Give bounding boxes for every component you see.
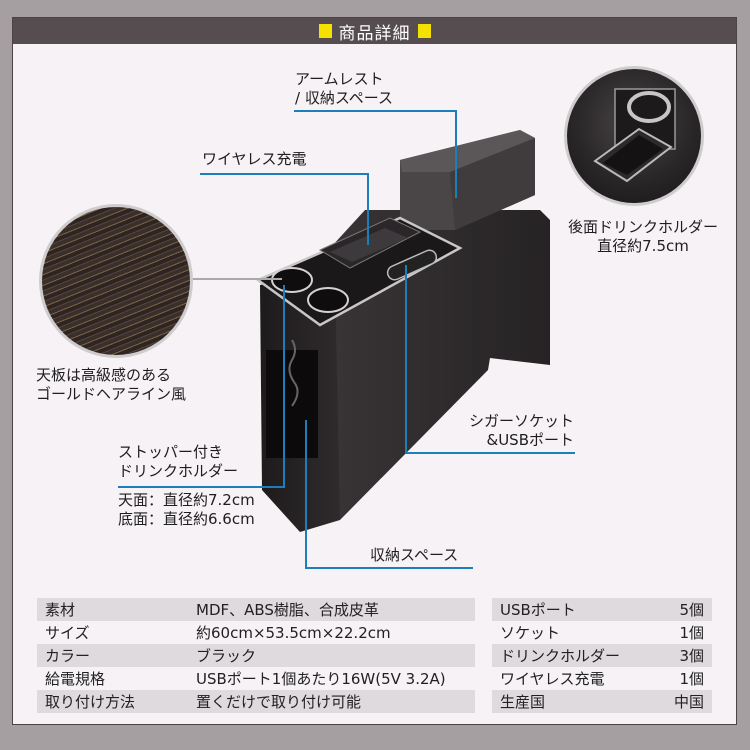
armrest-label-line2: / 収納スペース bbox=[295, 89, 394, 107]
spec-value: MDF、ABS樹脂、合成皮革 bbox=[188, 598, 475, 621]
holder-dims-top: 天面：直径約7.2cm bbox=[118, 491, 255, 509]
top-panel-label: 天板は高級感のある ゴールドヘアライン風 bbox=[36, 366, 186, 404]
rear-holder-label-line1: 後面ドリンクホルダー bbox=[567, 218, 718, 236]
wireless-callout-line-v bbox=[367, 173, 369, 245]
stopper-holder-label-line2: ドリンクホルダー bbox=[118, 462, 239, 480]
yellow-square-icon bbox=[318, 24, 332, 38]
drink-holder-icon bbox=[593, 88, 676, 183]
spec-label: 素材 bbox=[37, 598, 188, 621]
holder-dims-label: 天面：直径約7.2cm 底面：直径約6.6cm bbox=[118, 491, 255, 529]
spec-label: サイズ bbox=[45, 624, 90, 642]
spec-label: 生産国 bbox=[492, 690, 657, 713]
spec-label: 給電規格 bbox=[45, 670, 106, 688]
spec-row: 給電規格 USBポート1個あたり16W(5V 3.2A) bbox=[37, 667, 475, 690]
spec-label: USBポート bbox=[492, 598, 657, 621]
spec-value: 1個 bbox=[679, 624, 704, 642]
usb-callout-line-v bbox=[405, 265, 407, 453]
spec-row: カラーブラック bbox=[37, 644, 475, 667]
rear-holder-label-line2: 直径約7.5cm bbox=[597, 237, 689, 255]
wireless-callout-line bbox=[200, 173, 368, 175]
armrest-label: アームレスト / 収納スペース bbox=[295, 70, 393, 108]
rear-drink-holder-inset bbox=[567, 69, 701, 203]
rear-holder-label: 後面ドリンクホルダー 直径約7.5cm bbox=[563, 218, 723, 256]
spec-value: 置くだけで取り付け可能 bbox=[188, 690, 475, 713]
top-panel-label-line2: ゴールドヘアライン風 bbox=[36, 385, 187, 403]
stopper-holder-label: ストッパー付き ドリンクホルダー bbox=[118, 443, 238, 481]
holder-dims-bottom: 底面：直径約6.6cm bbox=[118, 510, 255, 528]
top-panel-label-line1: 天板は高級感のある bbox=[36, 366, 172, 384]
usb-callout-line bbox=[405, 452, 575, 454]
console-box-image bbox=[255, 130, 550, 532]
spec-row: 取り付け方法置くだけで取り付け可能 bbox=[37, 690, 475, 713]
spec-value: ブラック bbox=[188, 644, 475, 667]
cup-holder-callout-line-v bbox=[283, 285, 285, 487]
spec-label: ソケット bbox=[500, 624, 561, 642]
spec-value: 3個 bbox=[656, 644, 712, 667]
spec-value: USBポート1個あたり16W(5V 3.2A) bbox=[196, 670, 446, 688]
spec-label: 取り付け方法 bbox=[37, 690, 188, 713]
cigar-usb-label: シガーソケット &USBポート bbox=[456, 412, 574, 450]
armrest-callout-line-v bbox=[455, 110, 457, 198]
armrest-callout-line bbox=[294, 110, 456, 112]
spec-value: 5個 bbox=[656, 598, 712, 621]
cup-holder-callout-line bbox=[118, 486, 285, 488]
hairline-texture-inset bbox=[42, 207, 190, 355]
section-header: 商品詳細 bbox=[13, 18, 736, 44]
spec-row: ワイヤレス充電 1個 bbox=[492, 667, 712, 690]
section-title: 商品詳細 bbox=[338, 23, 411, 44]
yellow-square-icon bbox=[417, 24, 431, 38]
spec-value: 中国 bbox=[656, 690, 712, 713]
spec-row: ソケット 1個 bbox=[492, 621, 712, 644]
stopper-holder-label-line1: ストッパー付き bbox=[118, 443, 224, 461]
spec-value: 1個 bbox=[679, 670, 704, 688]
spec-value: 約60cm×53.5cm×22.2cm bbox=[196, 624, 391, 642]
cigar-usb-label-line1: シガーソケット bbox=[468, 412, 574, 430]
top-panel-callout-line bbox=[190, 278, 282, 280]
spec-label: カラー bbox=[37, 644, 188, 667]
cigar-usb-label-line2: &USBポート bbox=[486, 431, 575, 449]
spec-row: 生産国中国 bbox=[492, 690, 712, 713]
spec-row: サイズ 約60cm×53.5cm×22.2cm bbox=[37, 621, 475, 644]
armrest-label-line1: アームレスト bbox=[295, 70, 384, 88]
storage-label: 収納スペース bbox=[370, 546, 459, 564]
storage-callout-line bbox=[305, 567, 473, 569]
spec-label: ワイヤレス充電 bbox=[500, 670, 605, 688]
storage-callout-line-v bbox=[305, 420, 307, 568]
spec-label: ドリンクホルダー bbox=[492, 644, 657, 667]
wireless-label: ワイヤレス充電 bbox=[202, 150, 307, 168]
